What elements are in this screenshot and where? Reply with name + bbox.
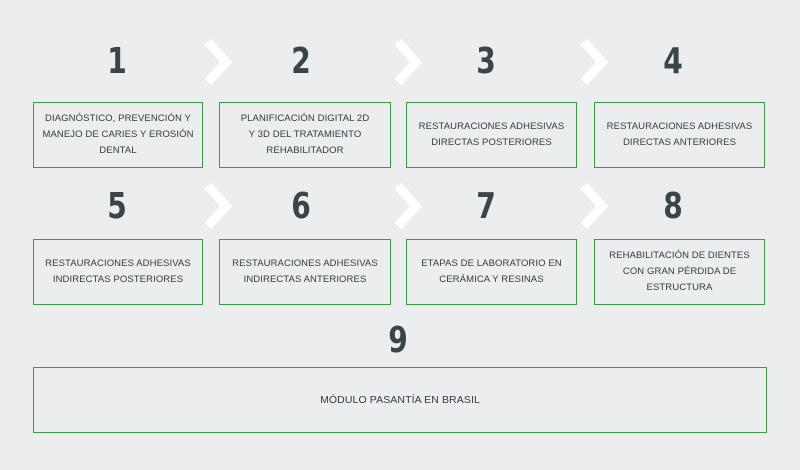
chevron-right-icon [202,38,234,86]
step-number-9: 9 [388,320,408,361]
step-number-6: 6 [291,186,311,227]
step-number-8: 8 [663,186,683,227]
step-box-5: RESTAURACIONES ADHESIVAS INDIRECTAS POST… [33,239,203,305]
chevron-right-icon [202,182,234,230]
step-box-1: DIAGNÓSTICO, PREVENCIÓN Y MANEJO DE CARI… [33,102,203,168]
chevron-right-icon [578,182,610,230]
step-box-2: PLANIFICACIÓN DIGITAL 2D Y 3D DEL TRATAM… [219,102,391,168]
chevron-right-icon [392,38,424,86]
step-box-7: ETAPAS DE LABORATORIO EN CERÁMICA Y RESI… [406,239,577,305]
step-box-8: REHABILITACIÓN DE DIENTES CON GRAN PÉRDI… [594,239,765,305]
step-number-1: 1 [107,41,127,82]
step-number-4: 4 [663,41,683,82]
step-box-4: RESTAURACIONES ADHESIVAS DIRECTAS ANTERI… [594,102,765,168]
chevron-right-icon [392,182,424,230]
chevron-right-icon [578,38,610,86]
step-number-2: 2 [291,41,311,82]
step-box-9: MÓDULO PASANTÍA EN BRASIL [33,367,767,433]
step-number-7: 7 [476,186,496,227]
step-box-3: RESTAURACIONES ADHESIVAS DIRECTAS POSTER… [406,102,577,168]
step-number-5: 5 [107,186,127,227]
step-number-3: 3 [476,41,496,82]
step-box-6: RESTAURACIONES ADHESIVAS INDIRECTAS ANTE… [219,239,391,305]
